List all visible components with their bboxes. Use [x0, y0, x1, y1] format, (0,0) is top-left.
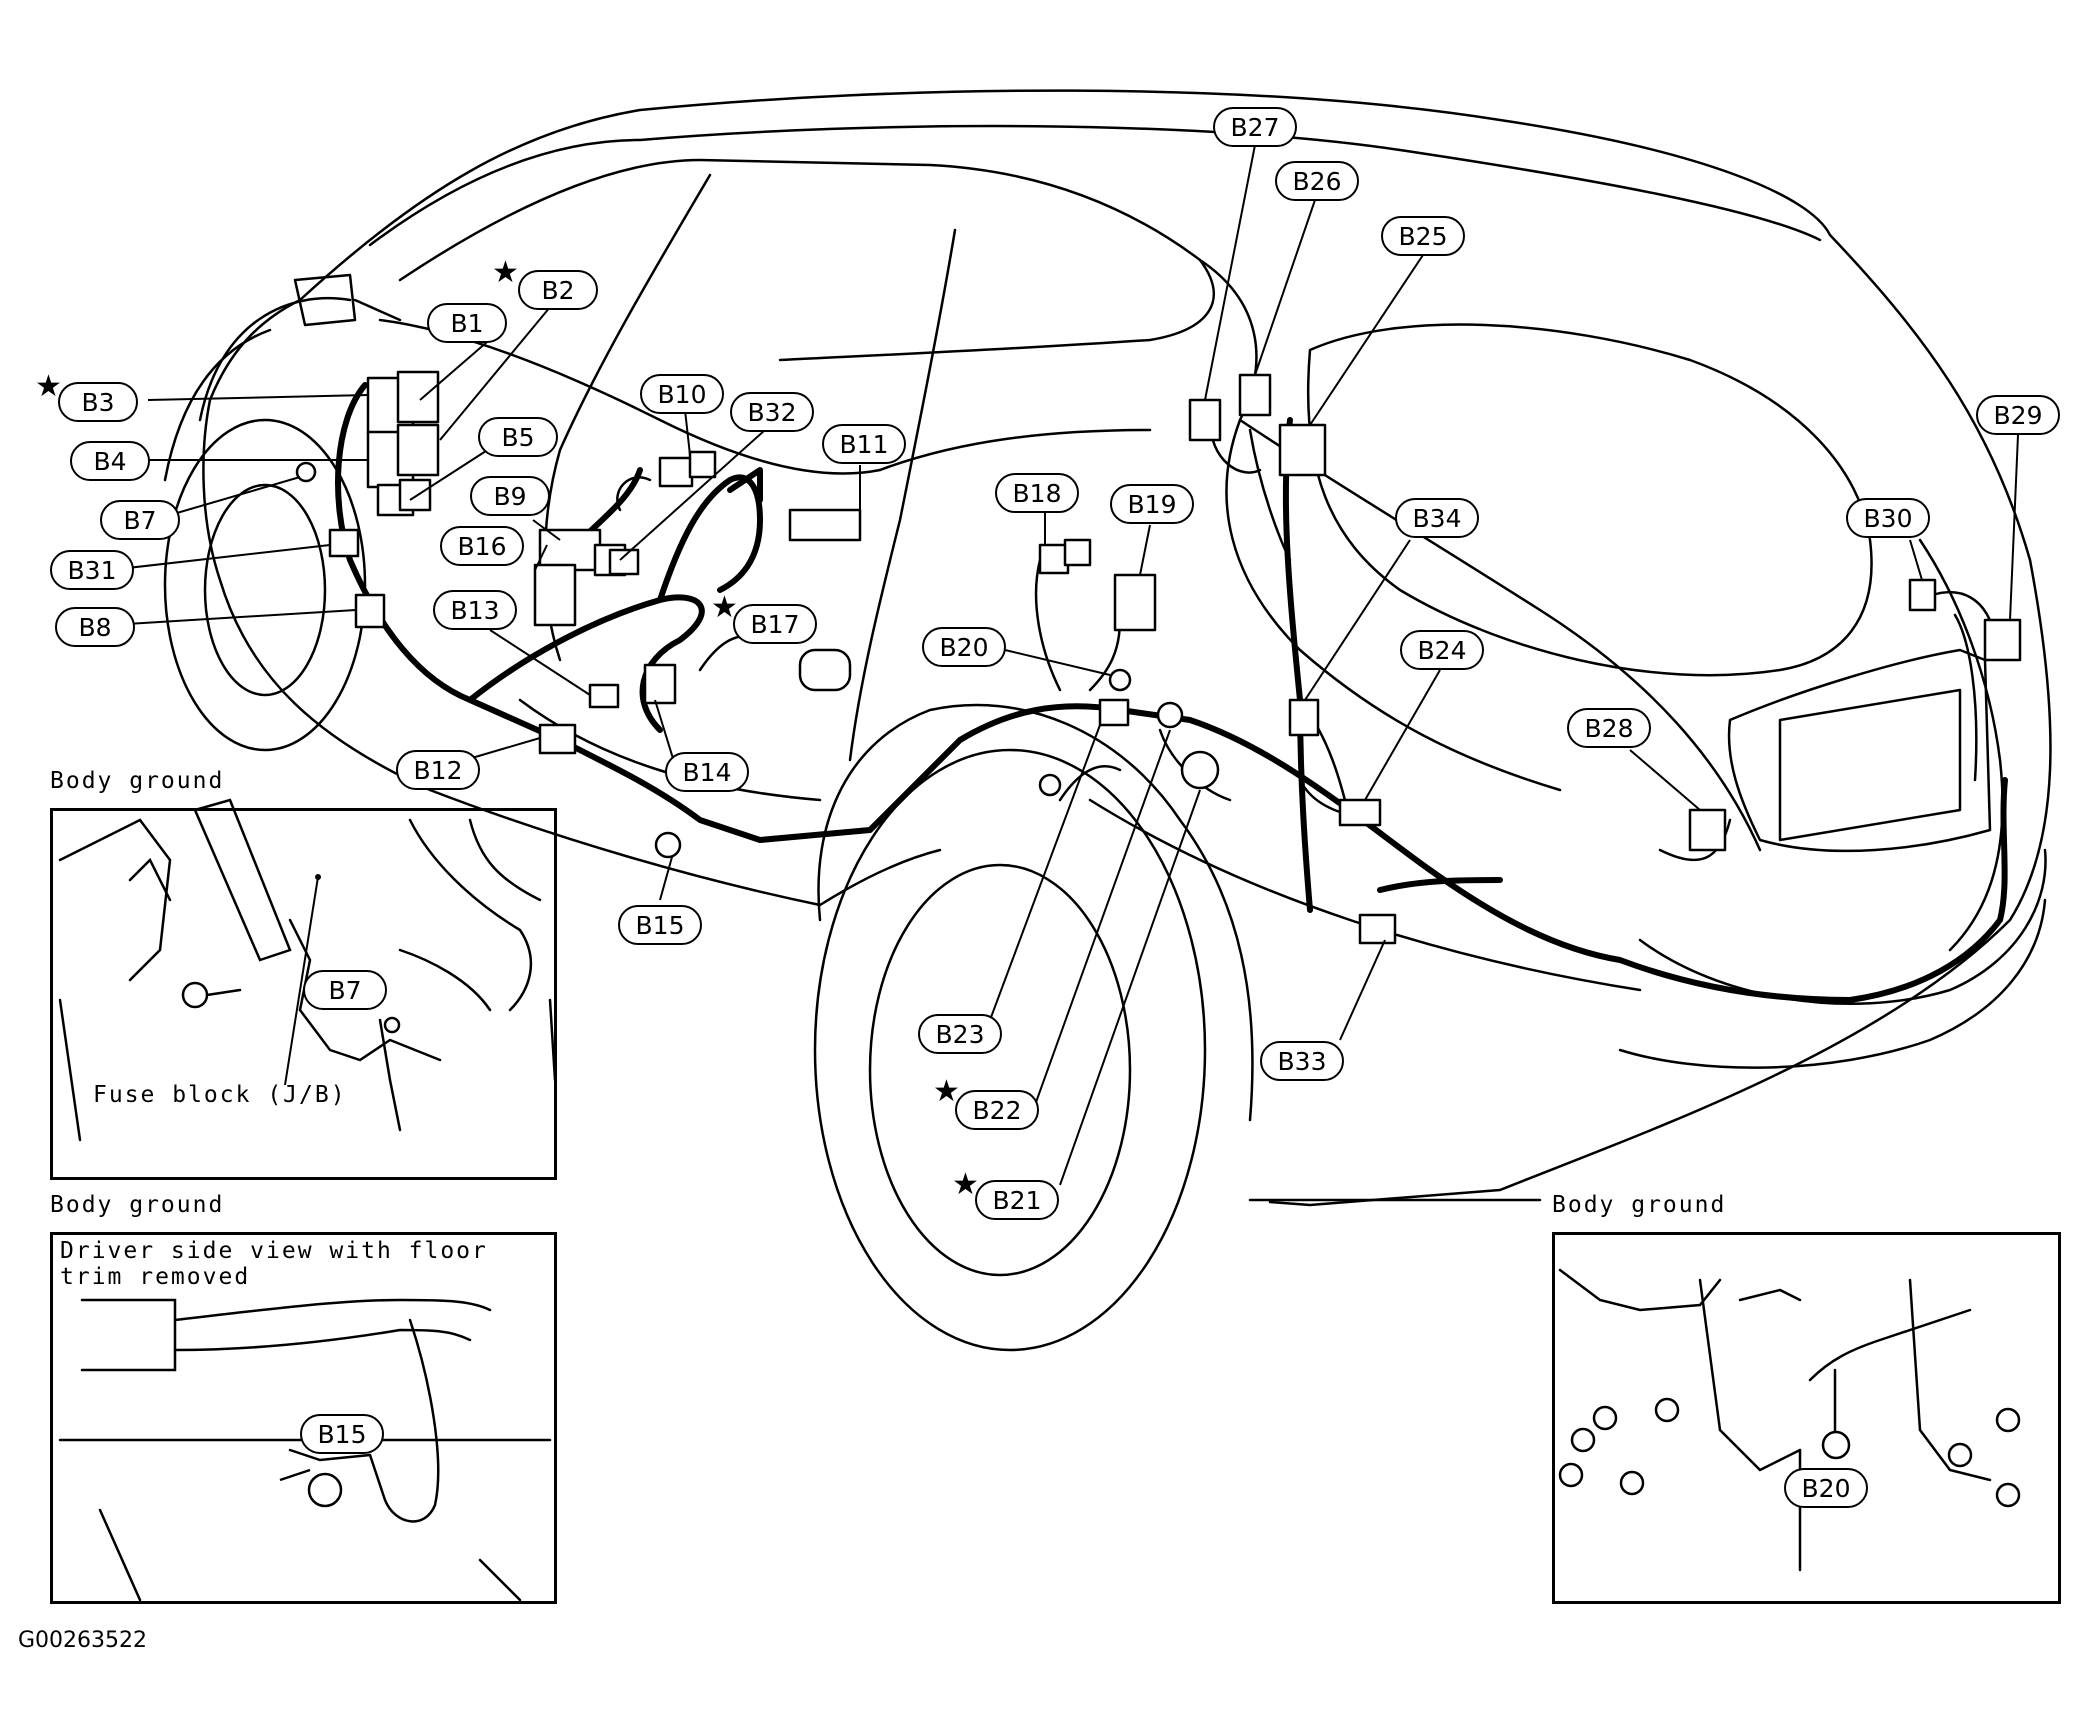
inset-bottom-left-frame: [50, 1232, 557, 1604]
inset-label-b20: B20: [1784, 1468, 1868, 1508]
label-b28: B28: [1567, 708, 1651, 748]
label-b14: B14: [665, 752, 749, 792]
label-b4: B4: [70, 441, 150, 481]
inset-top-left-caption: Body ground: [50, 768, 225, 794]
label-b20: B20: [922, 627, 1006, 667]
figure-id: G00263522: [18, 1628, 148, 1653]
label-b10: B10: [640, 374, 724, 414]
star-b22: ★: [933, 1074, 960, 1109]
inset-label-b15: B15: [300, 1414, 384, 1454]
inset-bottom-right-frame: [1552, 1232, 2061, 1604]
label-b5: B5: [478, 417, 558, 457]
label-b27: B27: [1213, 107, 1297, 147]
label-b2: B2: [518, 270, 598, 310]
star-b17: ★: [711, 590, 738, 625]
label-b13: B13: [433, 590, 517, 630]
inset-label-b7: B7: [303, 970, 387, 1010]
label-b29: B29: [1976, 395, 2060, 435]
label-b17: B17: [733, 604, 817, 644]
star-b3: ★: [35, 369, 62, 404]
star-b2: ★: [492, 255, 519, 290]
label-b8: B8: [55, 607, 135, 647]
label-b32: B32: [730, 392, 814, 432]
star-b21: ★: [952, 1167, 979, 1202]
inset-bottom-right-caption: Body ground: [1552, 1192, 1727, 1218]
label-b25: B25: [1381, 216, 1465, 256]
label-b19: B19: [1110, 484, 1194, 524]
label-b3: B3: [58, 382, 138, 422]
label-b22: B22: [955, 1090, 1039, 1130]
label-b23: B23: [918, 1014, 1002, 1054]
label-b1: B1: [427, 303, 507, 343]
label-b34: B34: [1395, 498, 1479, 538]
inset-bottom-left-caption: Body ground: [50, 1192, 225, 1218]
label-b21: B21: [975, 1180, 1059, 1220]
label-b9: B9: [470, 476, 550, 516]
label-b26: B26: [1275, 161, 1359, 201]
label-b31: B31: [50, 550, 134, 590]
inset-top-left-frame: [50, 808, 557, 1180]
fuse-block-label: Fuse block (J/B): [93, 1082, 347, 1108]
label-b30: B30: [1846, 498, 1930, 538]
label-b7: B7: [100, 500, 180, 540]
label-b12: B12: [396, 750, 480, 790]
label-b33: B33: [1260, 1041, 1344, 1081]
label-b11: B11: [822, 424, 906, 464]
floor-trim-note: Driver side view with floor trim removed: [60, 1238, 488, 1290]
label-b16: B16: [440, 526, 524, 566]
label-b18: B18: [995, 473, 1079, 513]
label-b24: B24: [1400, 630, 1484, 670]
label-b15: B15: [618, 905, 702, 945]
